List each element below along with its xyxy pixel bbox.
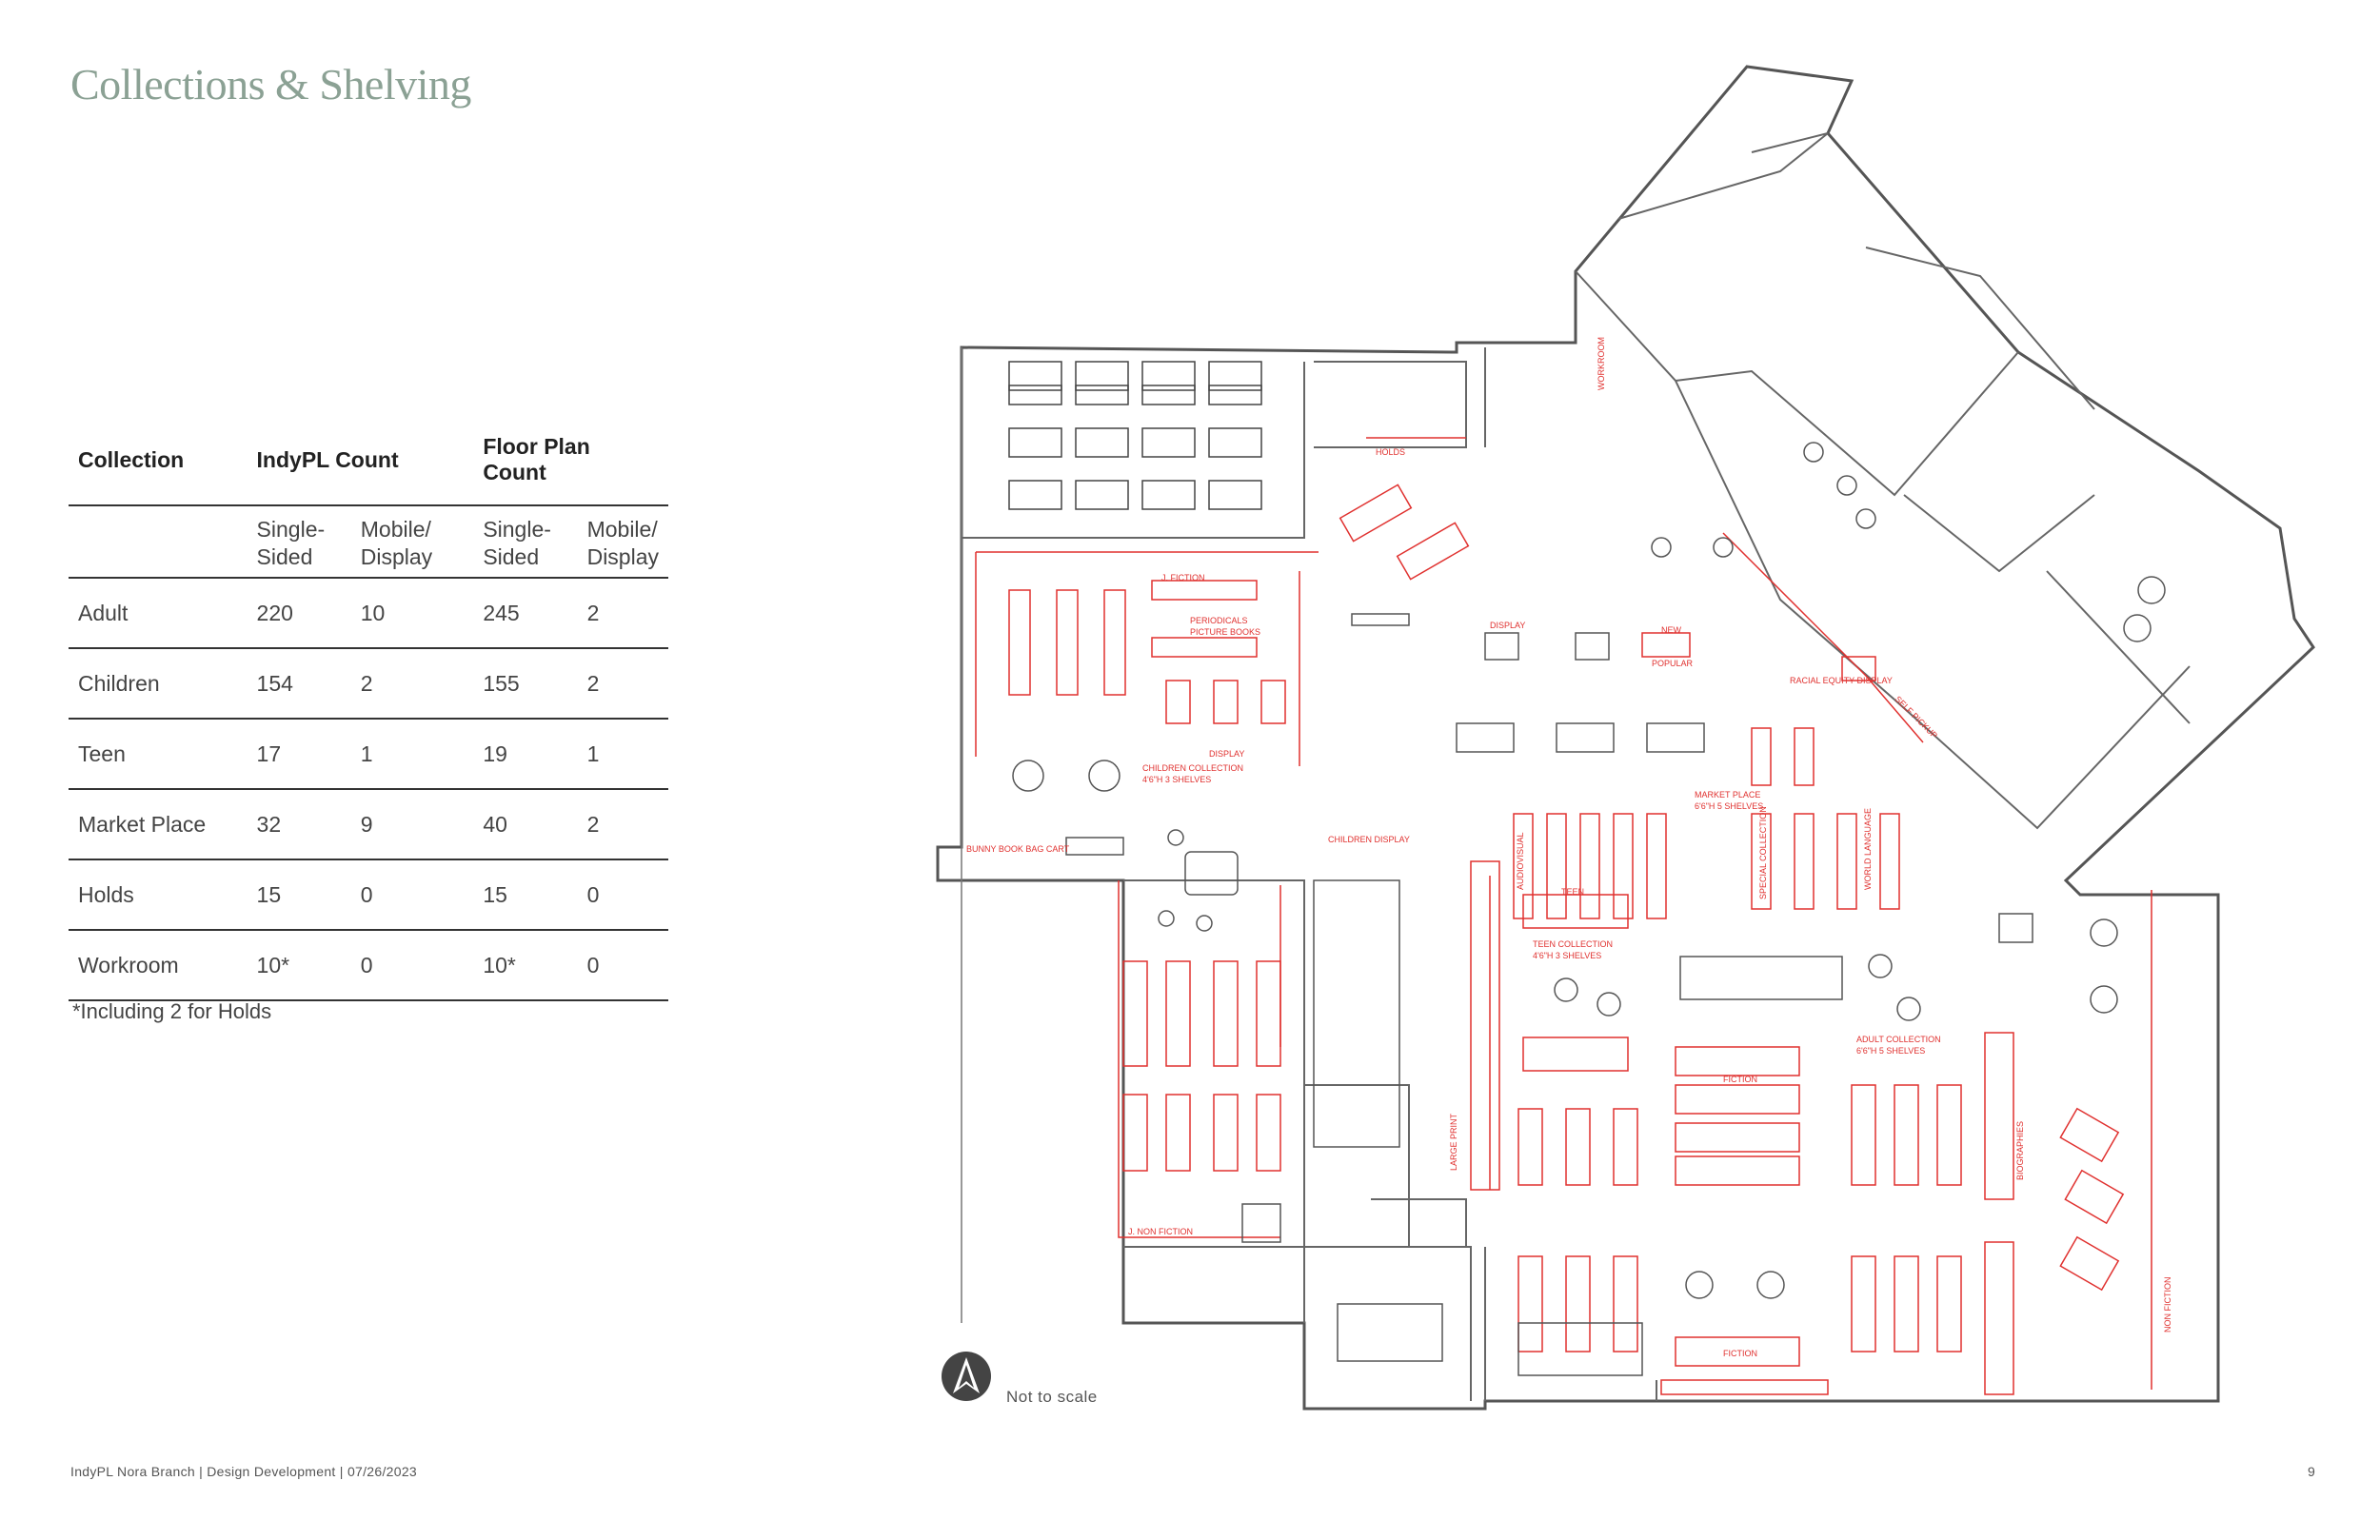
row-indy-mobile: 10 (350, 578, 474, 649)
row-indy-single: 17 (247, 719, 351, 790)
plan-label-audiovisual: AUDIOVISUAL (1516, 832, 1525, 890)
plan-label-j-non-fiction: J. NON FICTION (1128, 1227, 1193, 1236)
plan-label-adult-collection: ADULT COLLECTION (1856, 1035, 1941, 1044)
plan-label-market-shelves: 6'6"H 5 SHELVES (1695, 801, 1763, 811)
table-row: Workroom 10* 0 10* 0 (69, 930, 668, 1001)
row-indy-single: 32 (247, 789, 351, 860)
row-indy-mobile: 1 (350, 719, 474, 790)
col-header-collection: Collection (69, 426, 248, 506)
table-row: Holds 15 0 15 0 (69, 859, 668, 931)
row-floor-single: 19 (473, 719, 578, 790)
plan-label-racial-equity: RACIAL EQUITY DISPLAY (1790, 676, 1893, 685)
plan-label-bunny-cart: BUNNY BOOK BAG CART (966, 844, 1070, 854)
row-floor-single: 245 (473, 578, 578, 649)
row-name: Teen (69, 719, 248, 790)
plan-label-special-collection: SPECIAL COLLECTION (1758, 806, 1768, 899)
plan-label-new: NEW (1661, 625, 1682, 635)
row-floor-mobile: 0 (577, 859, 668, 931)
row-indy-single: 15 (247, 859, 351, 931)
row-indy-mobile: 0 (350, 930, 474, 1001)
row-floor-single: 155 (473, 648, 578, 720)
row-floor-single: 15 (473, 859, 578, 931)
plan-label-large-print: LARGE PRINT (1449, 1113, 1458, 1171)
row-floor-mobile: 2 (577, 789, 668, 860)
scale-note: Not to scale (1006, 1388, 1098, 1406)
plan-label-market-place: MARKET PLACE (1695, 790, 1760, 800)
plan-label-teen-shelves: 4'6"H 3 SHELVES (1533, 951, 1601, 960)
row-indy-single: 220 (247, 578, 351, 649)
row-floor-mobile: 2 (577, 578, 668, 649)
subheader-floor-single: Single- Sided (473, 505, 578, 579)
row-name: Market Place (69, 789, 248, 860)
col-header-floorplan: Floor Plan Count (473, 426, 668, 506)
row-floor-mobile: 0 (577, 930, 668, 1001)
row-indy-single: 154 (247, 648, 351, 720)
plan-label-non-fiction: NON FICTION (2163, 1277, 2172, 1333)
subheader-indypl-single: Single- Sided (247, 505, 351, 579)
collections-table: Collection IndyPL Count Floor Plan Count… (69, 426, 668, 1001)
floor-plan: J. FICTION PERIODICALS PICTURE BOOKS CHI… (936, 65, 2315, 1411)
row-indy-mobile: 2 (350, 648, 474, 720)
row-floor-mobile: 1 (577, 719, 668, 790)
plan-label-children-collection: CHILDREN COLLECTION (1142, 763, 1243, 773)
row-floor-mobile: 2 (577, 648, 668, 720)
plan-label-teen: TEEN (1561, 887, 1584, 897)
plan-label-teen-collection: TEEN COLLECTION (1533, 939, 1613, 949)
subheader-indypl-mobile: Mobile/ Display (350, 505, 474, 579)
table-row: Market Place 32 9 40 2 (69, 789, 668, 860)
col-header-indypl: IndyPL Count (247, 426, 474, 506)
row-indy-mobile: 9 (350, 789, 474, 860)
plan-label-periodicals: PERIODICALS (1190, 616, 1248, 625)
subheader-floor-mobile: Mobile/ Display (577, 505, 668, 579)
plan-label-adult-shelves: 6'6"H 5 SHELVES (1856, 1046, 1925, 1056)
north-arrow-icon (942, 1352, 991, 1401)
table-row: Adult 220 10 245 2 (69, 578, 668, 649)
table-row: Children 154 2 155 2 (69, 648, 668, 720)
row-indy-mobile: 0 (350, 859, 474, 931)
page-number: 9 (2308, 1464, 2315, 1479)
exterior-wall (936, 65, 2315, 1411)
row-name: Adult (69, 578, 248, 649)
row-name: Holds (69, 859, 248, 931)
table-footnote: *Including 2 for Holds (72, 999, 272, 1023)
row-name: Children (69, 648, 248, 720)
plan-label-fiction: FICTION (1723, 1075, 1757, 1084)
plan-label-j-fiction: J. FICTION (1161, 573, 1205, 582)
row-name: Workroom (69, 930, 248, 1001)
row-indy-single: 10* (247, 930, 351, 1001)
plan-label-picture-books: PICTURE BOOKS (1190, 627, 1260, 637)
plan-label-children-shelves: 4'6"H 3 SHELVES (1142, 775, 1211, 784)
row-floor-single: 10* (473, 930, 578, 1001)
plan-label-world-language: WORLD LANGUAGE (1863, 808, 1873, 890)
table-subheader-row: Single- Sided Mobile/ Display Single- Si… (69, 505, 668, 579)
plan-label-display: DISPLAY (1209, 749, 1244, 759)
row-floor-single: 40 (473, 789, 578, 860)
plan-label-fiction-2: FICTION (1723, 1349, 1757, 1358)
plan-label-display-2: DISPLAY (1490, 621, 1525, 630)
table-row: Teen 17 1 19 1 (69, 719, 668, 790)
plan-label-biographies: BIOGRAPHIES (2015, 1121, 2025, 1180)
plan-label-workroom: WORKROOM (1597, 337, 1606, 390)
plan-label-popular: POPULAR (1652, 659, 1694, 668)
page-title: Collections & Shelving (70, 60, 471, 109)
plan-label-children-display: CHILDREN DISPLAY (1328, 835, 1410, 844)
plan-label-holds: HOLDS (1376, 447, 1405, 457)
page-footer: IndyPL Nora Branch | Design Development … (70, 1464, 418, 1479)
table-header-row: Collection IndyPL Count Floor Plan Count (69, 426, 668, 506)
